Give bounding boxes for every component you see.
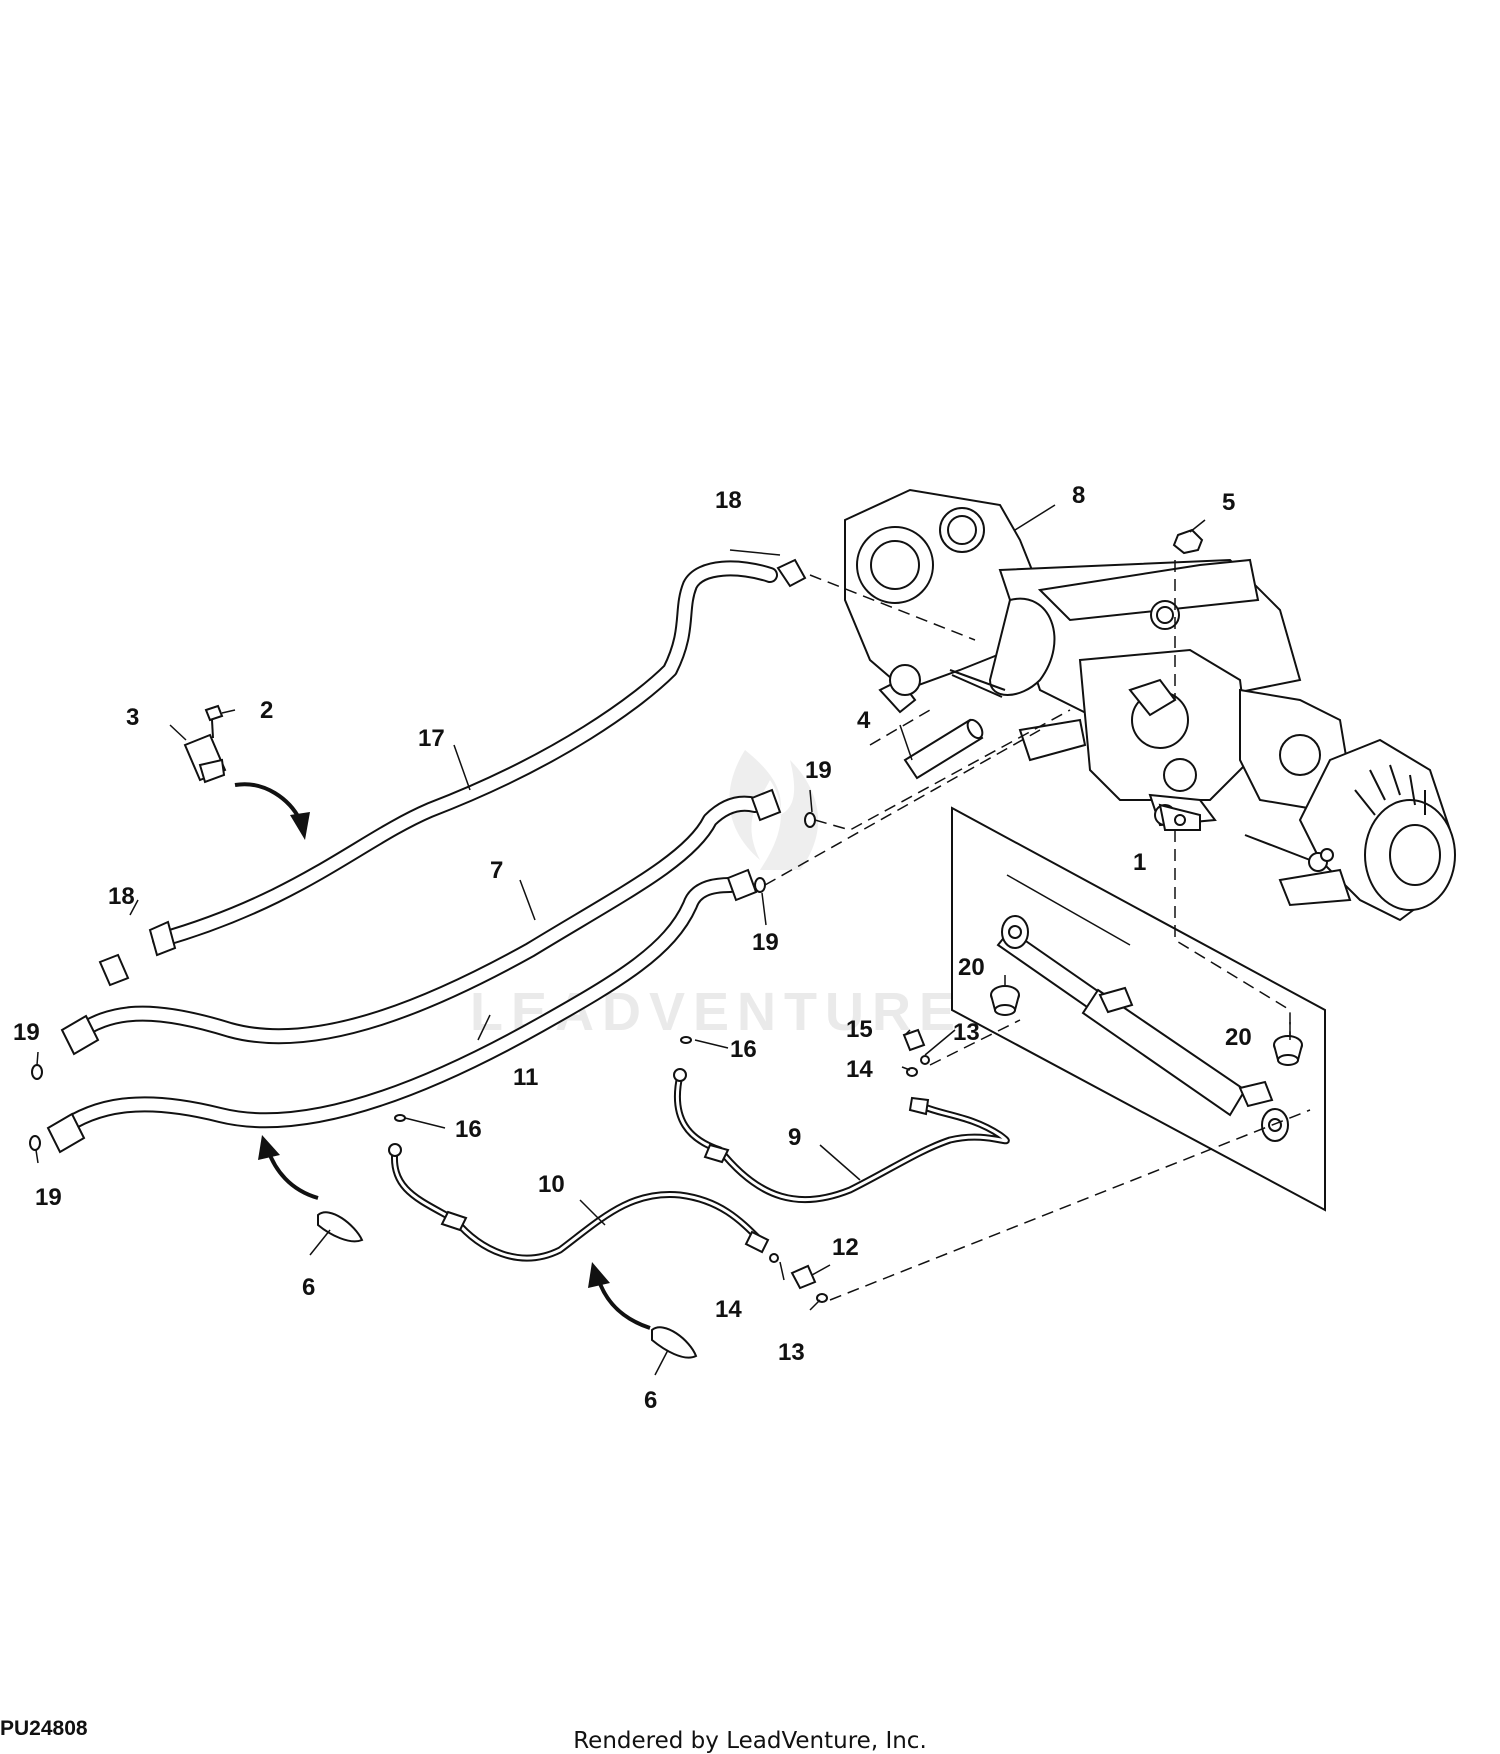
axle-assembly bbox=[844, 488, 1456, 922]
boot-part-20-left bbox=[990, 985, 1020, 1016]
callout-19-lower-left: 19 bbox=[35, 1184, 62, 1211]
callout-17: 17 bbox=[418, 725, 445, 752]
arrow-right bbox=[588, 1262, 651, 1330]
callout-1: 1 bbox=[1133, 849, 1146, 876]
footer-credit: Rendered by LeadVenture, Inc. bbox=[573, 1728, 927, 1754]
callout-15: 15 bbox=[846, 1016, 873, 1043]
watermark-text: LEADVENTURE bbox=[470, 982, 963, 1042]
callout-5: 5 bbox=[1222, 489, 1235, 516]
connection-dashes bbox=[764, 560, 1311, 1301]
watermark-logo bbox=[729, 750, 819, 870]
callout-16-lower: 16 bbox=[455, 1116, 482, 1143]
callout-19-lower-right: 19 bbox=[752, 929, 779, 956]
steering-cylinder-box bbox=[951, 806, 1326, 1212]
callout-18-left: 18 bbox=[108, 883, 135, 910]
arrow-top bbox=[234, 782, 310, 840]
callout-6-left: 6 bbox=[302, 1274, 315, 1301]
callout-14-lower: 14 bbox=[715, 1296, 742, 1323]
clamp-part-18-left bbox=[98, 953, 130, 987]
callout-12: 12 bbox=[832, 1234, 859, 1261]
callout-7: 7 bbox=[490, 857, 503, 884]
fitting-part-15 bbox=[902, 1028, 926, 1052]
callout-10: 10 bbox=[538, 1171, 565, 1198]
hose-part-17 bbox=[152, 560, 778, 948]
callout-4: 4 bbox=[857, 707, 871, 734]
line-part-10 bbox=[390, 1146, 764, 1262]
boot-part-20-right bbox=[1273, 1035, 1303, 1066]
hose-fittings bbox=[46, 788, 782, 1154]
clamp-part-3 bbox=[183, 733, 227, 784]
callout-18-top: 18 bbox=[715, 487, 742, 514]
callout-20-right: 20 bbox=[1225, 1024, 1252, 1051]
callout-13-upper: 13 bbox=[953, 1019, 980, 1046]
callout-3: 3 bbox=[126, 704, 139, 731]
bolt-part-2 bbox=[204, 704, 224, 739]
fitting-part-12 bbox=[790, 1264, 817, 1290]
strap-part-6-right bbox=[651, 1326, 698, 1359]
callout-19-upper-right: 19 bbox=[805, 757, 832, 784]
strap-part-6-left bbox=[317, 1211, 364, 1243]
callout-13-lower: 13 bbox=[778, 1339, 805, 1366]
callout-16-upper: 16 bbox=[730, 1036, 757, 1063]
hose-part-11 bbox=[52, 877, 738, 1138]
callout-2: 2 bbox=[260, 697, 273, 724]
callout-14-upper: 14 bbox=[846, 1056, 873, 1083]
small-line-fittings bbox=[388, 1068, 930, 1254]
clamp-part-18-top bbox=[776, 558, 807, 588]
leader-lines bbox=[35, 504, 1291, 1376]
callout-6-right: 6 bbox=[644, 1387, 657, 1414]
o-rings-part-19 bbox=[29, 812, 816, 1151]
callout-19-upper-left: 19 bbox=[13, 1019, 40, 1046]
figure-id: PU24808 bbox=[0, 1717, 88, 1740]
callout-8: 8 bbox=[1072, 482, 1085, 509]
callout-11: 11 bbox=[513, 1064, 538, 1091]
steering-cylinder bbox=[996, 915, 1289, 1142]
callout-9: 9 bbox=[788, 1124, 801, 1151]
line-part-9 bbox=[673, 1071, 1010, 1204]
arrow-left bbox=[258, 1135, 319, 1200]
hose-part-7 bbox=[67, 795, 763, 1045]
pin-part-4 bbox=[903, 718, 984, 780]
bolt-part-5 bbox=[1172, 528, 1204, 555]
callout-20-left: 20 bbox=[958, 954, 985, 981]
